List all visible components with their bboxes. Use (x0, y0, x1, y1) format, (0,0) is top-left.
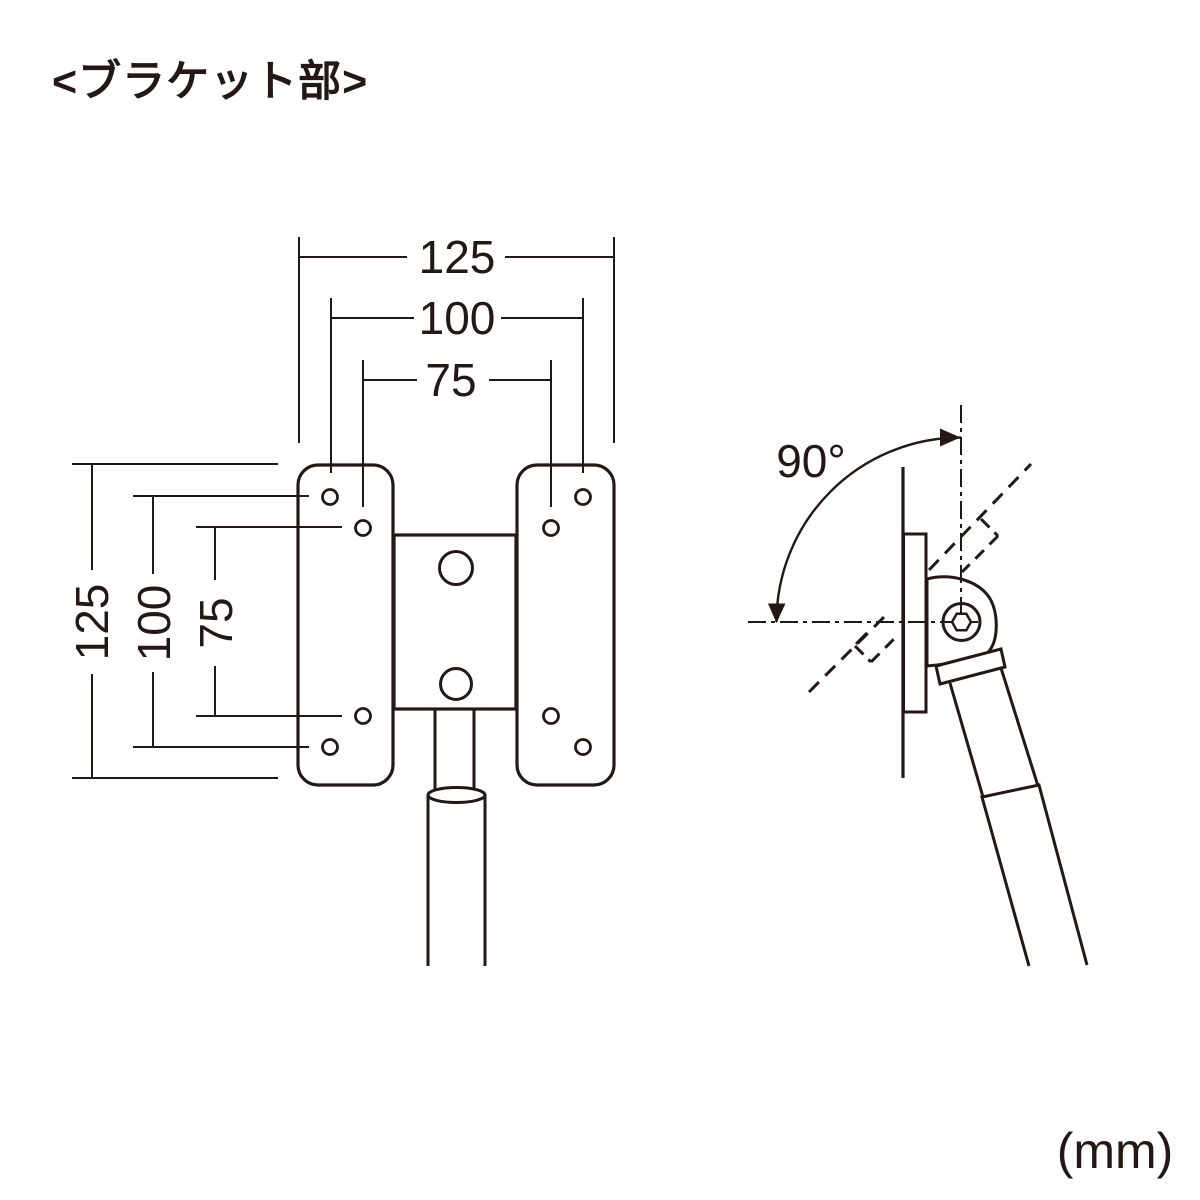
page-title: <ブラケット部> (52, 58, 369, 106)
front-view-drawing (72, 237, 616, 966)
dim-label-height-75: 75 (190, 597, 242, 649)
tilt-angle-label: 90° (776, 435, 846, 487)
dim-label-height-125: 125 (66, 583, 118, 661)
side-view-drawing (748, 405, 1089, 967)
mounting-hole (354, 519, 372, 537)
top-dimension-lines (298, 237, 615, 507)
dim-label-width-100: 100 (418, 292, 496, 344)
rotation-phantom-line (807, 462, 1033, 694)
mounting-hole (574, 738, 592, 756)
right-mounting-plate (515, 463, 616, 787)
hex-bolt-icon (950, 612, 973, 632)
left-mounting-plate (296, 463, 395, 787)
center-lines (748, 405, 978, 623)
support-pole (426, 710, 487, 966)
mounting-hole (321, 488, 339, 506)
dim-label-width-125: 125 (418, 231, 496, 283)
center-hole-bottom (439, 667, 473, 701)
arm-lower-tube (980, 783, 1089, 967)
mounting-hole (574, 488, 592, 506)
arc-arrowhead-right (940, 428, 961, 447)
mounting-hole (542, 519, 560, 537)
rotation-phantom-corner-marks (853, 517, 1000, 664)
pole-collar (426, 786, 487, 804)
arm-upper-tube (948, 667, 1040, 798)
unit-label: (mm) (1056, 1123, 1174, 1179)
dim-label-width-75: 75 (425, 354, 477, 406)
dim-label-height-100: 100 (128, 584, 180, 662)
center-hole-top (438, 550, 474, 586)
left-dimension-lines (72, 463, 342, 779)
arc-arrowhead-down (768, 603, 786, 623)
mounting-holes (321, 488, 592, 756)
tilt-arc (775, 436, 962, 623)
mounting-hole (321, 738, 339, 756)
arm-flange (934, 647, 1007, 686)
mounting-hole (354, 707, 372, 725)
mounting-hole (542, 707, 560, 725)
